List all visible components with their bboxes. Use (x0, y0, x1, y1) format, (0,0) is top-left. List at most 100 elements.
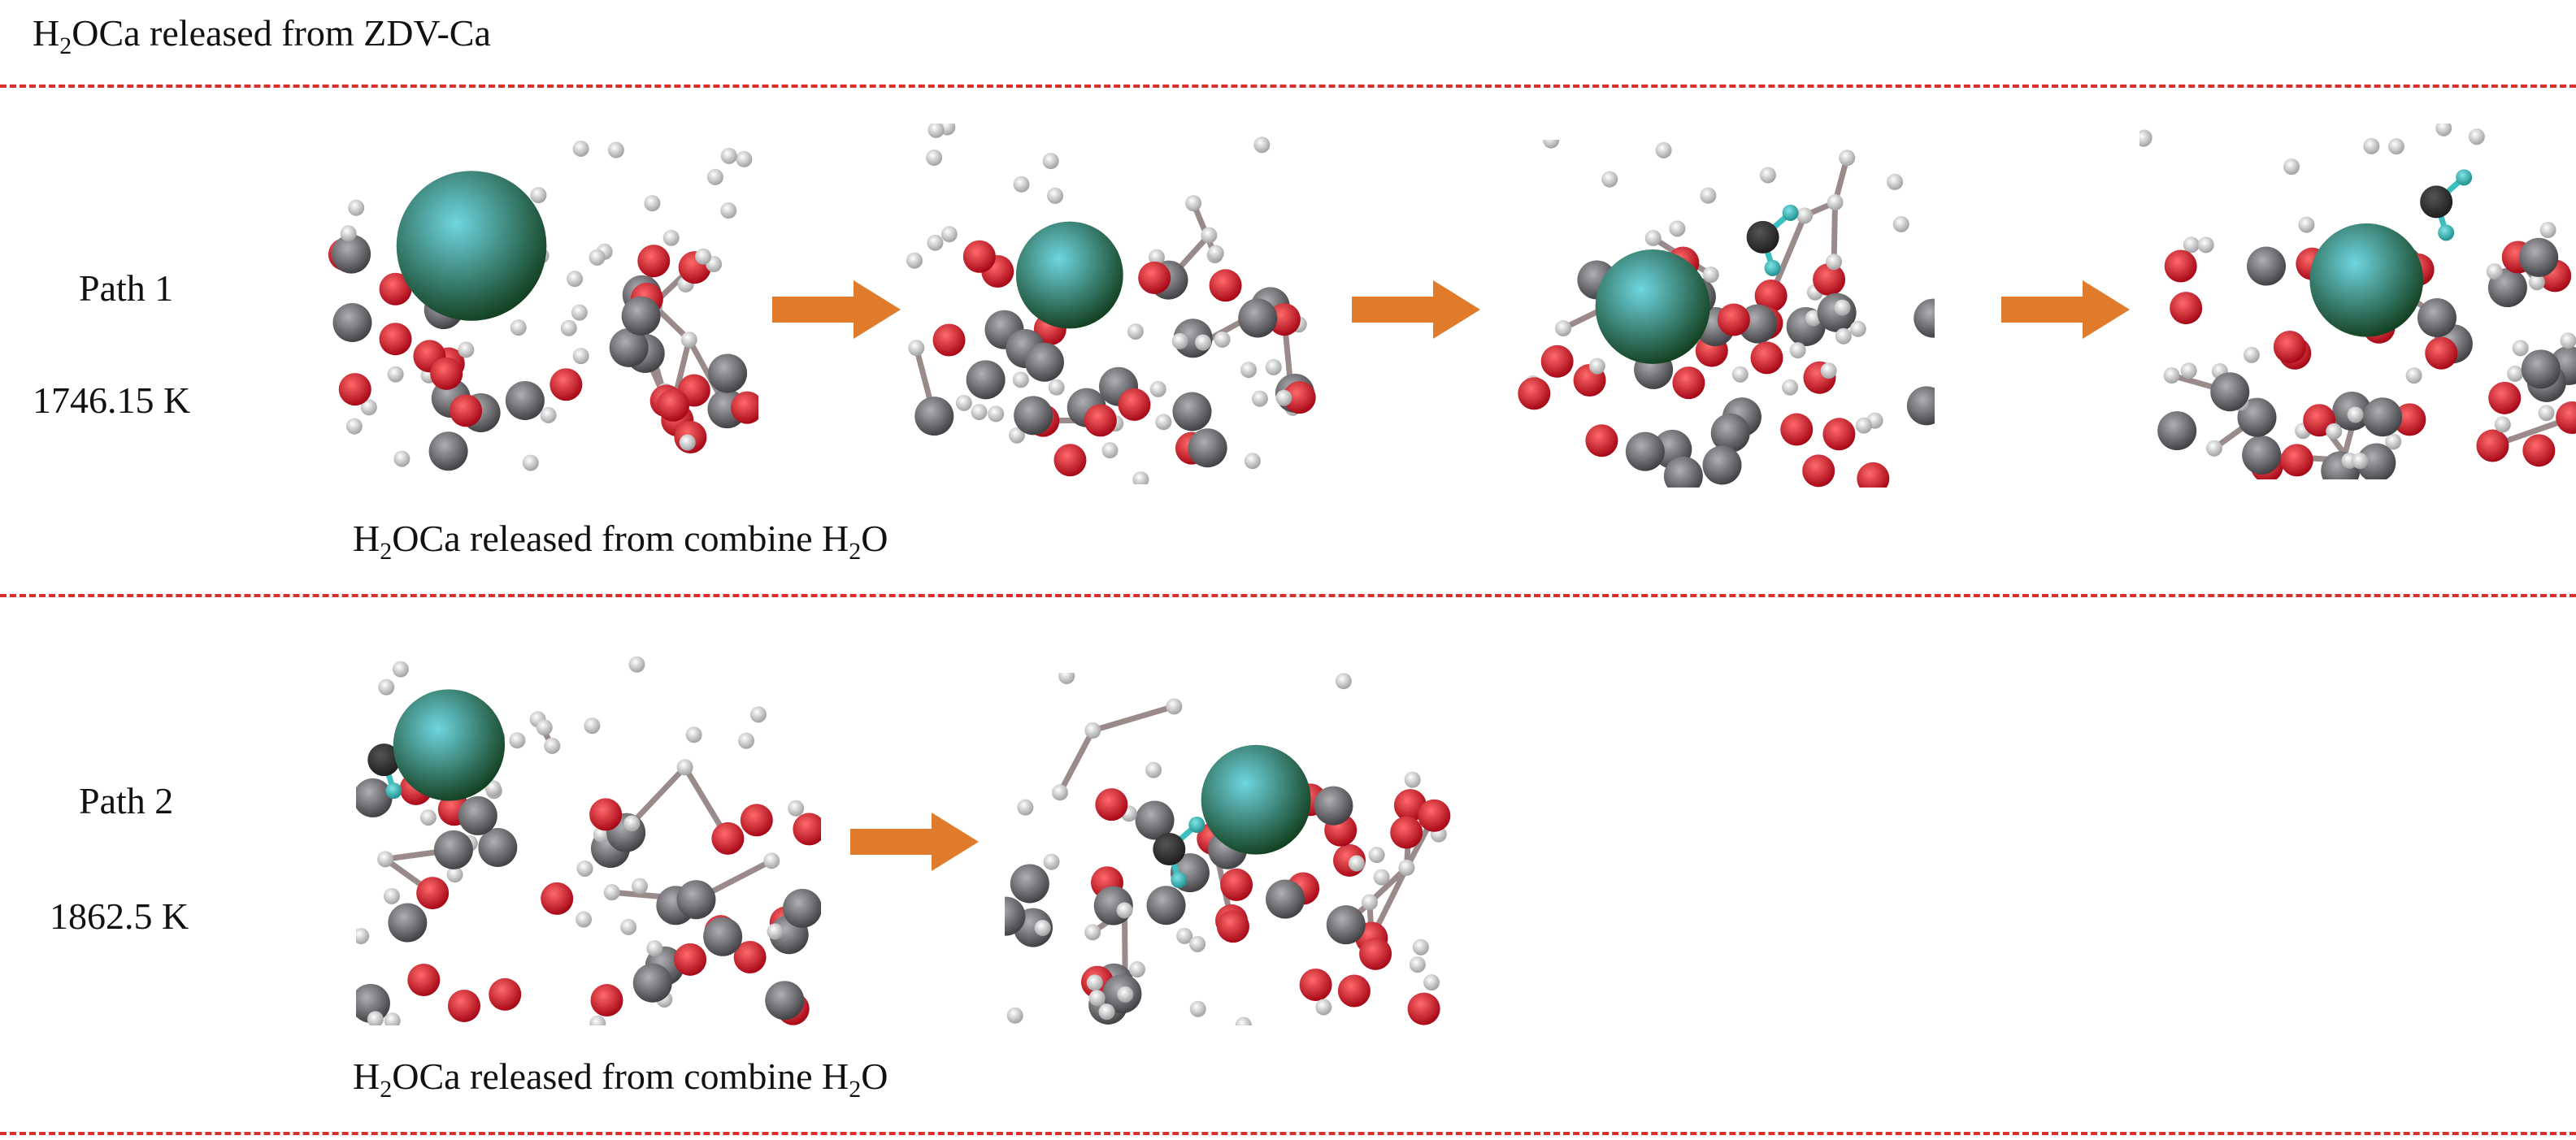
hydrogen-atom (419, 809, 437, 826)
carbon-atom (356, 778, 393, 817)
path-1-temperature: 1746.15 K (33, 379, 191, 421)
hydrogen-atom (1404, 771, 1421, 788)
oxygen-atom (1418, 799, 1451, 832)
hydrogen-atom (1702, 267, 1719, 284)
oxygen-atom (1390, 816, 1423, 849)
hydrogen-atom (1265, 358, 1282, 375)
hydrogen-atom (1171, 332, 1188, 349)
oxygen-atom (1118, 388, 1151, 421)
hydrogen-atom (631, 878, 648, 895)
carbon-atom (765, 981, 805, 1021)
carbon-atom (1914, 298, 1935, 338)
water-oxygen-atom (1153, 833, 1186, 865)
hydrogen-atom (926, 150, 943, 167)
carbon-atom (1266, 879, 1305, 919)
hydrogen-atom (1006, 1007, 1023, 1024)
carbon-atom (1135, 800, 1175, 840)
hydrogen-atom (1145, 761, 1162, 778)
oxygen-atom (657, 388, 690, 422)
hydrogen-atom (679, 434, 696, 451)
hydrogen-atom (2387, 138, 2404, 155)
carbon-atom (2237, 397, 2277, 437)
hydrogen-atom (1084, 924, 1101, 941)
oxygen-atom (2476, 429, 2509, 462)
hydrogen-atom (571, 304, 588, 321)
hydrogen-atom (446, 866, 463, 883)
hydrogen-atom (2139, 130, 2152, 147)
carbon-atom (621, 296, 661, 336)
oxygen-atom (590, 984, 623, 1017)
calcium-atom (1595, 249, 1710, 364)
hydrogen-atom (1101, 442, 1119, 459)
oxygen-atom (731, 391, 758, 424)
hydrogen-atom (1834, 299, 1851, 316)
hydrogen-atom (2494, 416, 2511, 433)
hydrogen-atom (695, 248, 712, 265)
oxygen-atom (1802, 454, 1835, 488)
hydrogen-atom (955, 394, 972, 411)
hydrogen-atom (1275, 389, 1292, 406)
oxygen-atom (407, 963, 441, 996)
water-hydrogen-atom (1782, 204, 1799, 221)
hydrogen-atom (927, 234, 944, 251)
hydrogen-atom (530, 187, 547, 204)
carbon-atom (914, 397, 954, 436)
bond (1831, 202, 1839, 262)
hydrogen-atom (1235, 1016, 1252, 1025)
hydrogen-atom (620, 918, 637, 935)
hydrogen-atom (522, 454, 539, 471)
carbon-atom (1014, 396, 1053, 436)
hydrogen-atom (536, 719, 553, 736)
hydrogen-atom (348, 199, 365, 216)
hydrogen-atom (603, 884, 620, 901)
hydrogen-atom (1034, 919, 1051, 936)
carbon-atom (1710, 413, 1750, 453)
oxygen-atom (2164, 249, 2197, 283)
hydrogen-atom (1117, 986, 1134, 1003)
hydrogen-atom (971, 404, 988, 421)
hydrogen-atom (2363, 137, 2380, 154)
hydrogen-atom (2180, 362, 2197, 379)
hydrogen-atom (1373, 869, 1390, 886)
hydrogen-atom (589, 1015, 606, 1025)
calcium-atom (1015, 221, 1123, 329)
oxygen-atom (674, 943, 707, 976)
hydrogen-atom (572, 140, 589, 157)
hydrogen-atom (2560, 332, 2576, 349)
hydrogen-atom (1348, 855, 1365, 872)
oxygen-atom (550, 368, 583, 401)
oxygen-atom (1138, 261, 1171, 294)
hydrogen-atom (567, 271, 584, 288)
oxygen-atom (637, 245, 671, 278)
hydrogen-atom (738, 732, 755, 749)
oxygen-atom (2273, 330, 2306, 363)
hydrogen-atom (1148, 249, 1165, 266)
hydrogen-atom (589, 249, 606, 266)
bond (629, 765, 688, 826)
hydrogen-atom (584, 717, 601, 735)
hydrogen-atom (788, 800, 805, 817)
carbon-atom (428, 431, 468, 471)
hydrogen-atom (628, 657, 645, 673)
hydrogen-atom (509, 732, 526, 749)
oxygen-atom (1717, 303, 1750, 336)
hydrogen-atom (2435, 124, 2452, 137)
carbon-atom (1663, 456, 1703, 488)
hydrogen-atom (2486, 263, 2503, 280)
hydrogen-atom (1051, 784, 1068, 801)
carbon-atom (966, 360, 1006, 400)
hydrogen-atom (576, 860, 593, 877)
hydrogen-atom (763, 852, 780, 869)
hydrogen-atom (1253, 137, 1271, 154)
water-hydrogen-atom (1188, 817, 1205, 833)
hydrogen-atom (1700, 187, 1717, 204)
arrow-icon (1352, 280, 1480, 339)
carbon-atom (609, 327, 649, 367)
oxygen-atom (733, 941, 767, 974)
hydrogen-atom (1644, 229, 1662, 246)
carbon-atom (1188, 428, 1227, 468)
divider (0, 1132, 2576, 1135)
hydrogen-atom (2539, 222, 2556, 239)
carbon-atom (703, 917, 743, 956)
hydrogen-atom (1835, 327, 1852, 345)
